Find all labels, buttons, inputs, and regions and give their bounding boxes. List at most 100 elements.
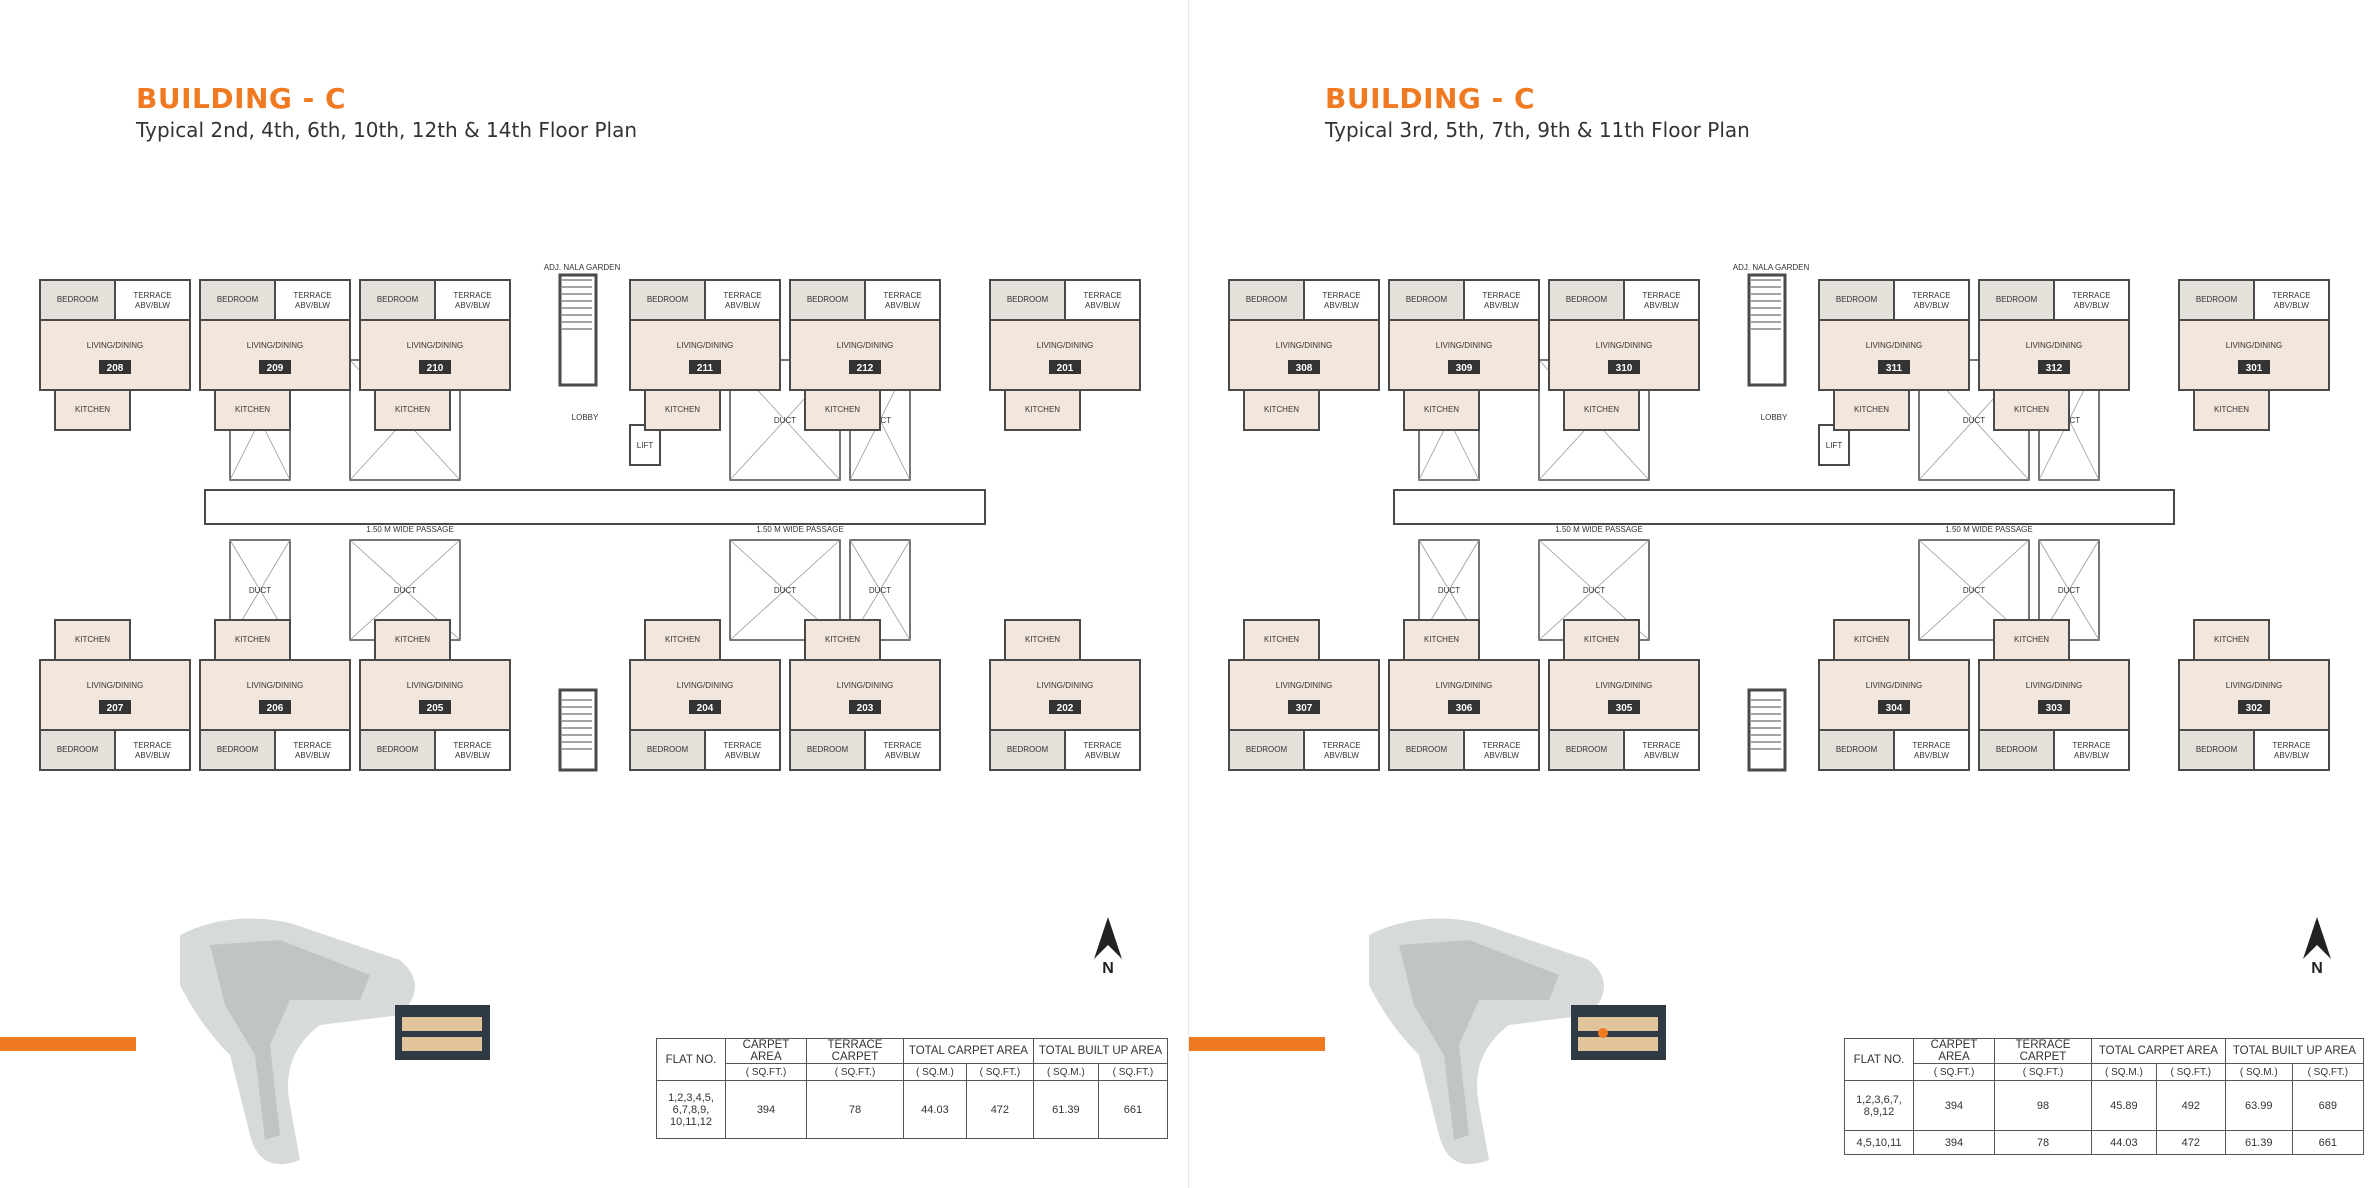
duct-cross <box>729 539 841 641</box>
flat-number-badge <box>259 700 291 714</box>
terrace-label: ABV/BLW <box>1085 751 1120 760</box>
col-carpet: CARPET AREA <box>725 1038 807 1064</box>
staircase <box>558 688 598 772</box>
flat-number-badge <box>1049 360 1081 374</box>
flat-unit: TERRACEABV/BLWLIVING/DININGBEDROOMKITCHE… <box>789 279 941 431</box>
col-flat-no: FLAT NO. <box>1844 1038 1914 1081</box>
kitchen <box>374 619 451 661</box>
duct-cross <box>349 539 461 641</box>
room-label: LIVING/DINING <box>837 681 893 690</box>
kitchen <box>644 389 721 431</box>
flat-unit: TERRACEABV/BLWLIVING/DININGBEDROOMKITCHE… <box>199 619 351 771</box>
living-room <box>2178 319 2330 391</box>
lift-label: LIFT <box>637 441 654 450</box>
cell-bu-sqft: 689 <box>2291 1080 2365 1131</box>
room-label: BEDROOM <box>217 295 259 304</box>
living-room <box>2178 659 2330 731</box>
terrace <box>1228 279 1305 321</box>
terrace <box>2053 279 2130 321</box>
living-room <box>1818 319 1970 391</box>
room-label: LIVING/DINING <box>87 341 143 350</box>
north-arrow-icon: N <box>2299 915 2335 977</box>
room-label: LIVING/DINING <box>677 681 733 690</box>
terrace-label: ABV/BLW <box>135 751 170 760</box>
living-room <box>1548 319 1700 391</box>
terrace <box>1463 729 1540 771</box>
flat-number-badge <box>99 700 131 714</box>
terrace <box>1818 729 1895 771</box>
terrace <box>1064 729 1141 771</box>
room-label: BEDROOM <box>1246 295 1288 304</box>
flat-number: 305 <box>1616 703 1633 714</box>
unit-label: ( SQ.FT.) <box>1913 1063 1995 1081</box>
room-label: BEDROOM <box>57 295 99 304</box>
terrace <box>704 729 781 771</box>
flat-number-badge <box>849 700 881 714</box>
flat-number-badge <box>99 360 131 374</box>
terrace-label: ABV/BLW <box>1324 301 1359 310</box>
terrace-label: ABV/BLW <box>1324 751 1359 760</box>
room-label: KITCHEN <box>825 405 860 414</box>
terrace <box>2178 279 2255 321</box>
lift <box>1818 424 1850 466</box>
flat-number-badge <box>1878 700 1910 714</box>
kitchen <box>1993 389 2070 431</box>
terrace-label: ABV/BLW <box>725 301 760 310</box>
terrace-label: TERRACE <box>883 741 921 750</box>
room-label: KITCHEN <box>75 635 110 644</box>
room-label: KITCHEN <box>1424 635 1459 644</box>
flat-number: 306 <box>1456 703 1473 714</box>
unit-label: ( SQ.M.) <box>1032 1063 1099 1081</box>
living-room <box>989 659 1141 731</box>
unit-label: ( SQ.M.) <box>2224 1063 2293 1081</box>
table-row: 1,2,3,4,5, 6,7,8,9, 10,11,12 394 78 44.0… <box>656 1080 1169 1139</box>
room-label: BEDROOM <box>377 295 419 304</box>
kitchen <box>214 389 291 431</box>
unit-label: ( SQ.FT.) <box>1994 1063 2092 1081</box>
kitchen <box>374 389 451 431</box>
unit-label: ( SQ.M.) <box>2091 1063 2157 1081</box>
kitchen <box>804 619 881 661</box>
room-label: BEDROOM <box>2196 745 2238 754</box>
page-subtitle: Typical 2nd, 4th, 6th, 10th, 12th & 14th… <box>136 118 638 142</box>
terrace-label: TERRACE <box>453 291 491 300</box>
room-label: LIVING/DINING <box>837 341 893 350</box>
col-built-up: TOTAL BUILT UP AREA <box>2224 1038 2365 1064</box>
flat-number-badge <box>1448 360 1480 374</box>
flat-unit: TERRACEABV/BLWLIVING/DININGBEDROOMKITCHE… <box>789 619 941 771</box>
flat-unit: TERRACEABV/BLWLIVING/DININGBEDROOMKITCHE… <box>1978 279 2130 431</box>
terrace <box>789 279 866 321</box>
flat-number: 203 <box>857 703 874 714</box>
room-label: LIVING/DINING <box>407 681 463 690</box>
north-arrow-icon: N <box>1090 915 1126 977</box>
room-label: KITCHEN <box>2214 635 2249 644</box>
duct-label: DUCT <box>1583 586 1605 595</box>
room-label: KITCHEN <box>1854 635 1889 644</box>
terrace-label: TERRACE <box>1322 741 1360 750</box>
living-room <box>1978 659 2130 731</box>
flat-number: 202 <box>1057 703 1074 714</box>
cell-bu-sqm: 61.39 <box>2224 1130 2293 1155</box>
room-label: KITCHEN <box>1854 405 1889 414</box>
kitchen <box>54 389 131 431</box>
unit-label: ( SQ.FT.) <box>2155 1063 2226 1081</box>
terrace-label: TERRACE <box>2272 741 2310 750</box>
terrace <box>274 729 351 771</box>
terrace-label: ABV/BLW <box>1085 301 1120 310</box>
col-built-up: TOTAL BUILT UP AREA <box>1032 1038 1169 1064</box>
kitchen <box>1004 619 1081 661</box>
duct-label: DUCT <box>774 586 796 595</box>
room-label: BEDROOM <box>1007 745 1049 754</box>
room-label: BEDROOM <box>1566 745 1608 754</box>
room-label: BEDROOM <box>647 745 689 754</box>
room-label: LIVING/DINING <box>1276 681 1332 690</box>
page-title: BUILDING - C <box>136 82 347 115</box>
terrace-label: ABV/BLW <box>1914 751 1949 760</box>
terrace <box>629 729 706 771</box>
flat-number: 302 <box>2246 703 2263 714</box>
room-label: KITCHEN <box>1584 405 1619 414</box>
flat-unit: TERRACEABV/BLWLIVING/DININGBEDROOMKITCHE… <box>989 619 1141 771</box>
passage-label: 1.50 M WIDE PASSAGE <box>1555 525 1642 534</box>
col-total-carpet: TOTAL CARPET AREA <box>2091 1038 2226 1064</box>
kitchen <box>1243 619 1320 661</box>
